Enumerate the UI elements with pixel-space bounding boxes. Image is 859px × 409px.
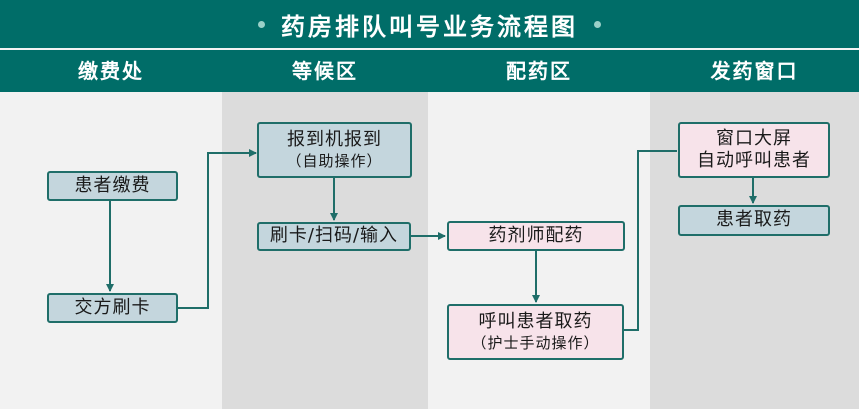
node-kiosk-checkin-label: 报到机报到 [287, 129, 382, 151]
node-window-screen: 窗口大屏 自动呼叫患者 [678, 122, 830, 178]
node-call-patient-label: 呼叫患者取药 [478, 311, 593, 333]
title-dot-right-icon [594, 20, 601, 28]
node-kiosk-checkin: 报到机报到 （自助操作） [257, 122, 412, 178]
node-pharmacist-dispense: 药剂师配药 [447, 221, 625, 251]
node-patient-payment: 患者缴费 [47, 171, 178, 201]
edge-card-to-checkin [178, 149, 257, 309]
node-patient-pickup: 患者取药 [678, 205, 830, 236]
node-kiosk-checkin-sublabel: （自助操作） [286, 151, 383, 170]
title-bar: 药房排队叫号业务流程图 [0, 0, 859, 48]
column-header-payment: 缴费处 [78, 59, 144, 83]
node-pharmacist-dispense-label: 药剂师配药 [488, 224, 584, 246]
node-scan-input: 刷卡/扫码/输入 [257, 222, 411, 251]
node-call-patient: 呼叫患者取药 （护士手动操作） [447, 304, 624, 360]
header-divider [0, 48, 859, 50]
node-call-patient-sublabel: （护士手动操作） [471, 333, 600, 352]
column-header-waiting: 等候区 [292, 59, 358, 83]
diagram-title: 药房排队叫号业务流程图 [281, 12, 578, 41]
node-window-screen-label: 窗口大屏 [716, 127, 792, 149]
column-header-window: 发药窗口 [710, 59, 799, 83]
title-dot-left-icon [258, 20, 265, 28]
node-window-screen-sublabel: 自动呼叫患者 [697, 150, 811, 171]
node-patient-payment-label: 患者缴费 [74, 174, 151, 196]
node-scan-input-label: 刷卡/扫码/输入 [269, 225, 399, 247]
column-header-row: 缴费处 等候区 配药区 发药窗口 [0, 50, 859, 92]
column-header-dispensing: 配药区 [506, 59, 572, 83]
node-submit-card-label: 交方刷卡 [74, 296, 151, 318]
edge-call-to-screen [624, 150, 677, 331]
node-patient-pickup-label: 患者取药 [716, 209, 792, 231]
node-submit-card: 交方刷卡 [47, 293, 178, 323]
